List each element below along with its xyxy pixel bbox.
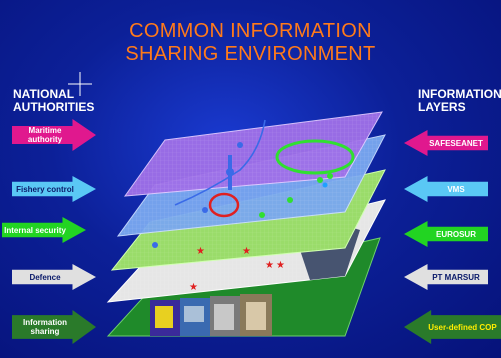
vessel-markers xyxy=(152,119,333,248)
svg-text:★: ★ xyxy=(276,260,285,271)
heading-information: INFORMATION xyxy=(418,87,501,101)
title-line-1: COMMON INFORMATION xyxy=(129,20,372,42)
imagery-strip xyxy=(150,294,272,336)
national-authorities-heading: NATIONAL AUTHORITIES xyxy=(13,88,94,114)
authority-label: Fishery control xyxy=(16,184,74,194)
heading-authorities: AUTHORITIES xyxy=(13,100,95,114)
svg-text:★: ★ xyxy=(196,246,205,257)
heading-layers: LAYERS xyxy=(418,100,466,114)
highlight-green-circle xyxy=(275,139,355,175)
highlight-red-circle xyxy=(208,192,240,218)
svg-text:★: ★ xyxy=(242,246,251,257)
authority-label: Defence xyxy=(29,272,61,282)
incident-markers: ★ ★ ★ ★ ★ xyxy=(189,246,285,293)
sparkle xyxy=(68,72,92,96)
layer-label: SAFESEANET xyxy=(429,138,483,148)
layer-label: User-defined COP xyxy=(428,322,497,332)
authority-label: Internal security xyxy=(4,225,66,235)
authority-label: Maritime authority xyxy=(27,126,63,144)
information-layers-heading: INFORMATION LAYERS xyxy=(418,88,501,114)
svg-text:★: ★ xyxy=(265,260,274,271)
heading-national: NATIONAL xyxy=(13,87,75,101)
layer-label: PT MARSUR xyxy=(432,272,480,282)
layer-label: EUROSUR xyxy=(435,229,476,239)
authority-label: Information sharing xyxy=(23,318,67,336)
svg-text:★: ★ xyxy=(189,282,198,293)
title-line-2: SHARING ENVIRONMENT xyxy=(125,43,376,65)
layer-label: VMS xyxy=(447,184,465,194)
